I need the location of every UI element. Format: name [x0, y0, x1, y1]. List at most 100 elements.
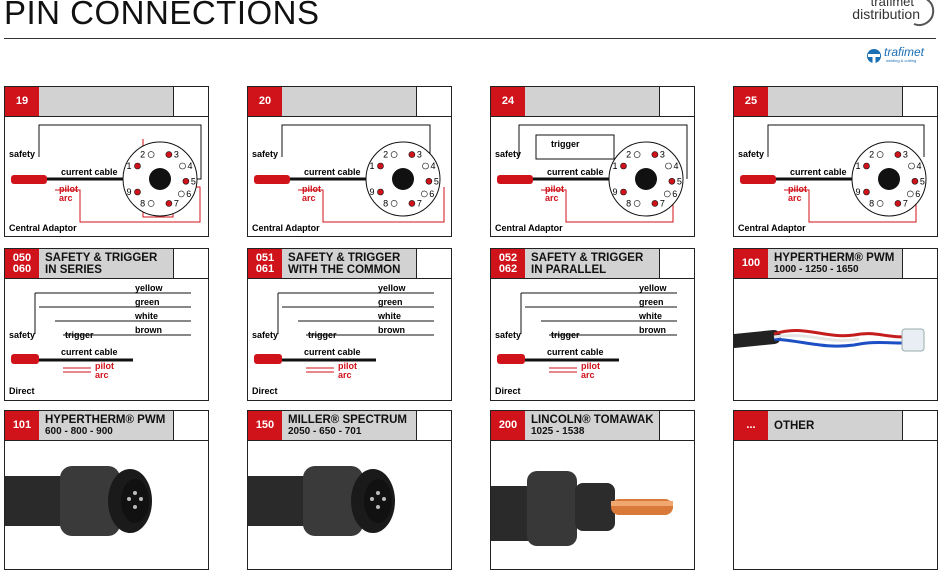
pin-number: 7	[903, 198, 908, 208]
yellow-label: yellow	[135, 283, 164, 293]
card-title-line2: 600 - 800 - 900	[45, 426, 113, 437]
card-title-line1: HYPERTHERM® PWM	[774, 252, 895, 264]
pin-number: 3	[660, 150, 665, 160]
wiring-diagram: yellow green white brown safety trigger …	[495, 283, 677, 396]
pin-number: 2	[140, 150, 145, 160]
pin-dot	[620, 162, 627, 170]
pin-number: 1	[126, 161, 131, 171]
card-title-line1: MILLER® SPECTRUM	[288, 414, 407, 426]
card-code: 101	[5, 411, 39, 440]
pin-dot	[147, 200, 155, 207]
card-title-bar	[768, 87, 902, 116]
cable-label: current cable	[61, 347, 118, 357]
pin-dot	[165, 151, 173, 158]
small-logo-text: trafimet	[884, 45, 925, 59]
pin-diagram: safety current cable pilot arc Central A…	[252, 124, 445, 233]
pin-number: 9	[369, 187, 374, 197]
brand-swoosh-icon	[913, 0, 935, 26]
torch-handle-icon	[497, 175, 533, 184]
card-title-blank	[416, 411, 451, 440]
torch-handle-icon	[11, 175, 47, 184]
connector-photo	[248, 441, 451, 569]
card-header: 20	[248, 87, 451, 117]
card-title-bar	[39, 87, 173, 116]
card-title-line1: HYPERTHERM® PWM	[45, 414, 166, 426]
pin-dot	[651, 200, 659, 207]
pin-number: 1	[369, 161, 374, 171]
wiring-diagram: yellow green white brown safety trigger …	[252, 283, 434, 396]
pin-number: 5	[677, 176, 682, 186]
torch-handle-icon	[254, 354, 282, 364]
card-title-line1: LINCOLN® TOMAWAK	[531, 414, 654, 426]
card-title-line2: 2050 - 650 - 701	[288, 426, 362, 437]
card-title-bar	[768, 411, 902, 440]
pin-number: 3	[903, 150, 908, 160]
pin-number: 6	[672, 189, 677, 199]
pilot-label: pilot	[788, 184, 807, 194]
card-title-bar	[39, 411, 173, 440]
card-title-blank	[173, 249, 208, 278]
pin-number: 5	[920, 176, 925, 186]
safety-label: safety	[495, 149, 521, 159]
card-code-a: 050	[12, 251, 32, 264]
card-title-line1: SAFETY & TRIGGER	[45, 252, 158, 264]
card-code: 19	[5, 87, 39, 116]
card-code-b: 060	[12, 262, 32, 275]
pin-dot	[377, 188, 384, 196]
pin-dot	[425, 177, 433, 185]
cable-harness-icon	[734, 328, 925, 352]
safety-label: safety	[495, 330, 521, 340]
card-code: 150	[248, 411, 282, 440]
card-code-b: 062	[498, 262, 518, 275]
card-25: 25 safety current cable pilot arc Centra…	[733, 86, 938, 237]
white-label: white	[377, 311, 401, 321]
pin-dot	[177, 190, 185, 198]
footer-label: Direct	[252, 386, 278, 396]
pin-number: 2	[626, 150, 631, 160]
cable-label: current cable	[790, 167, 847, 177]
pin-dot	[620, 188, 627, 196]
pin-dot	[134, 162, 141, 170]
pin-dot	[876, 200, 884, 207]
card-title-line2: IN PARALLEL	[531, 264, 607, 276]
pin-dot	[911, 177, 919, 185]
pin-number: 1	[612, 161, 617, 171]
card-19: 19 safety current cable pilot arc Centra…	[4, 86, 209, 237]
pin-number: 6	[915, 189, 920, 199]
card-header: 19	[5, 87, 208, 117]
green-label: green	[639, 297, 664, 307]
pin-dot	[908, 162, 915, 170]
arc-label: arc	[545, 193, 559, 203]
brown-label: brown	[135, 325, 162, 335]
footer-label: Central Adaptor	[738, 223, 806, 233]
card-title-line2: IN SERIES	[45, 264, 102, 276]
footer-label: Direct	[495, 386, 521, 396]
pin-number: 8	[626, 198, 631, 208]
pin-dot	[894, 200, 902, 207]
card-title-blank	[902, 87, 937, 116]
footer-label: Central Adaptor	[252, 223, 320, 233]
card-title-line2: 1000 - 1250 - 1650	[774, 264, 859, 275]
cable-label: current cable	[304, 347, 361, 357]
pin-diagram: safety current cable pilot arc Central A…	[738, 124, 927, 233]
pin-number: 9	[126, 187, 131, 197]
card-title-bar	[39, 249, 173, 278]
pin-number: 6	[429, 189, 434, 199]
connector-photo	[5, 441, 208, 569]
card-title-line2: WITH THE COMMON	[288, 264, 401, 276]
pin-diagram: safety current cable pilot arc Central A…	[9, 124, 202, 233]
card-other: ... OTHER	[733, 410, 938, 570]
card-title-bar	[282, 87, 416, 116]
